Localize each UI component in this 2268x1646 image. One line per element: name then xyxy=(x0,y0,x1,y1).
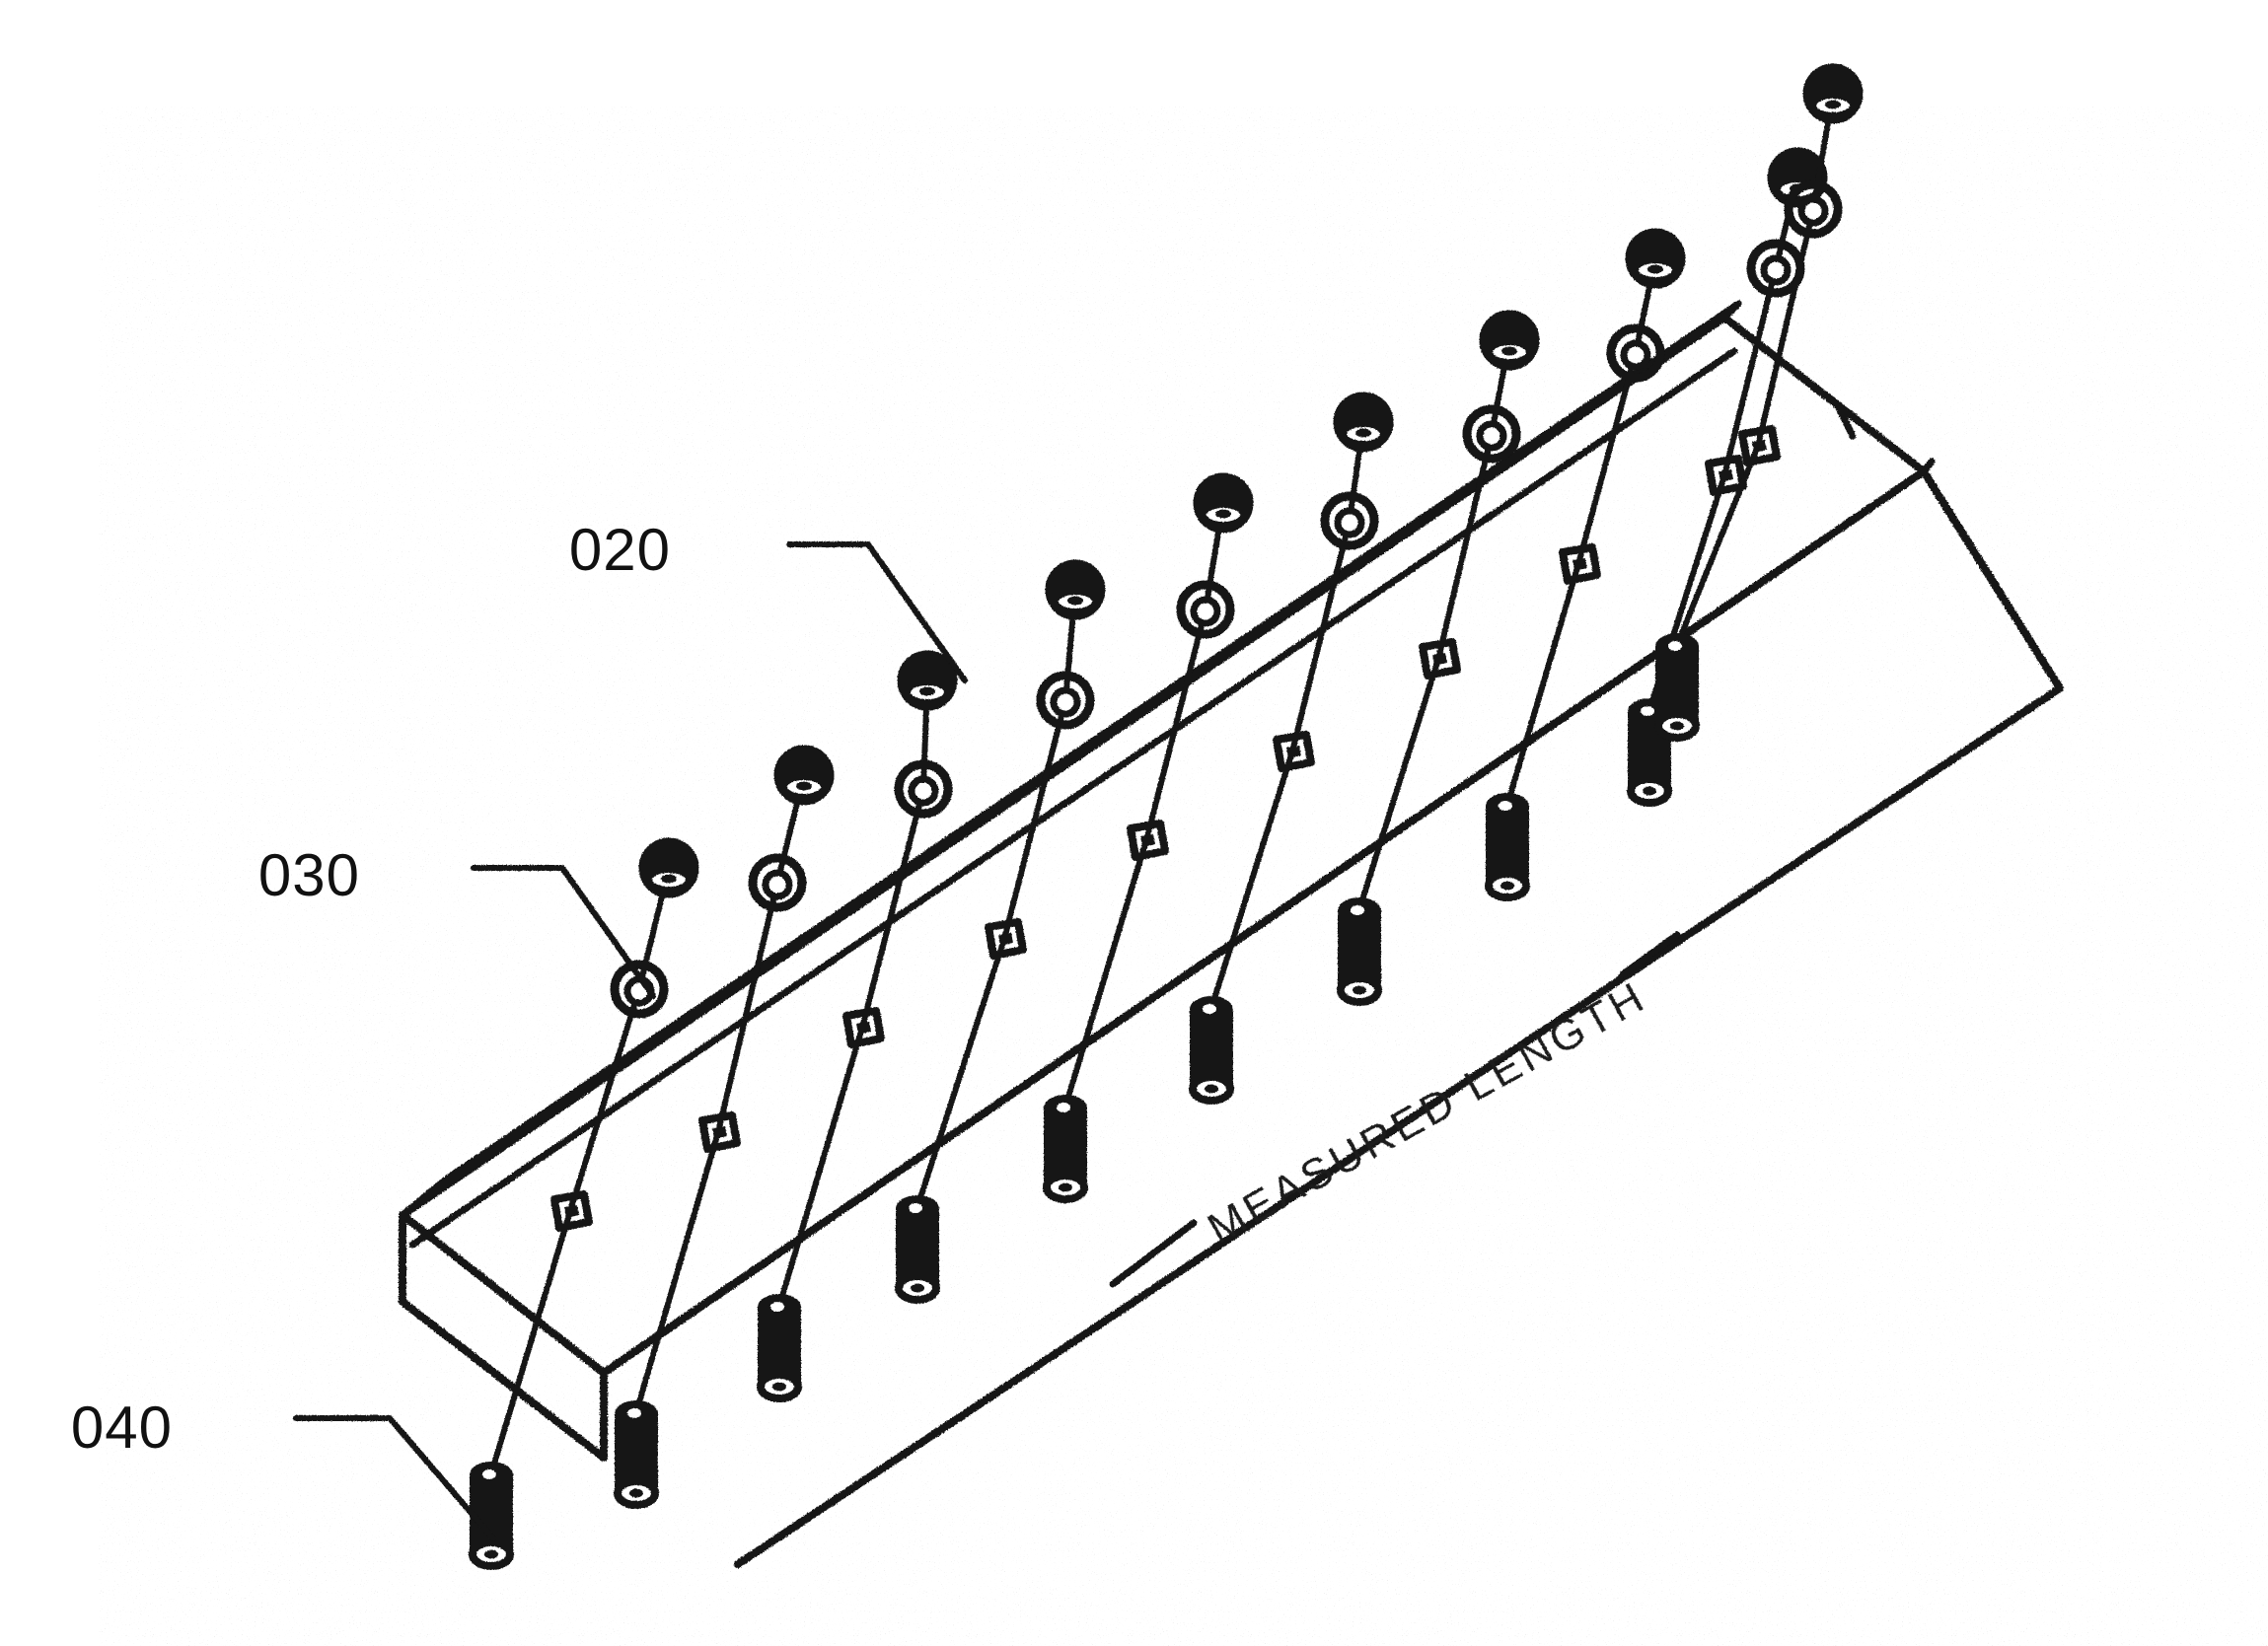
fastener-stack xyxy=(618,749,831,1505)
reference-callout-layer: 020 030 040 xyxy=(71,517,968,1541)
fastener-stack xyxy=(1047,476,1250,1199)
bolt xyxy=(1489,796,1526,897)
hex-nut xyxy=(1337,395,1390,449)
fastener-stack xyxy=(1489,232,1682,897)
fastener-shaft-lower xyxy=(1575,350,1639,567)
fastener-shaft-lower xyxy=(715,880,780,1135)
fastener-shaft-lower xyxy=(1755,206,1816,449)
bolt-shank-line xyxy=(1504,561,1581,808)
bolt-shank-line xyxy=(488,1208,573,1476)
fastener-shaft-lower xyxy=(1143,607,1208,843)
hex-nut xyxy=(642,841,695,895)
callout-label-020: 020 xyxy=(569,517,671,583)
bolt-shank-line xyxy=(776,1025,865,1309)
fastener-stack xyxy=(1658,67,1860,738)
angle-bracket-body xyxy=(399,300,2064,1568)
bracket-front-lip xyxy=(399,1211,608,1462)
fastener-stack-layer xyxy=(473,67,1860,1566)
fastener-stack xyxy=(473,841,695,1566)
reference-callout-040: 040 xyxy=(71,1395,496,1541)
bolt xyxy=(1341,900,1378,1002)
square-plate-nut xyxy=(1709,459,1743,492)
hex-nut xyxy=(901,654,954,707)
bracket-inner-top-edge xyxy=(442,300,1742,1183)
bolt xyxy=(1193,999,1230,1101)
annotation-leader-line xyxy=(1109,931,1681,1288)
bolt-shank-line xyxy=(1062,837,1149,1109)
bolt xyxy=(1047,1098,1084,1199)
bolt xyxy=(1658,636,1696,738)
square-plate-nut xyxy=(846,1011,881,1044)
square-plate-nut xyxy=(702,1115,737,1149)
scan-noise-layer xyxy=(99,107,2268,1646)
scan-noise-fine xyxy=(99,107,2268,1646)
bolt-shank-line xyxy=(1674,443,1761,648)
square-plate-nut xyxy=(1277,735,1311,768)
hex-nut xyxy=(1049,563,1102,616)
bolt xyxy=(899,1198,936,1300)
bolt-shank-line xyxy=(915,936,1007,1210)
fastener-stack xyxy=(761,654,954,1398)
hex-nut xyxy=(1629,232,1682,285)
fastener-shaft-lower xyxy=(1721,265,1779,478)
bolt-shank-line xyxy=(633,1129,721,1415)
bracket-right-corner xyxy=(1720,300,1936,475)
fastener-shaft-lower xyxy=(859,786,926,1031)
square-plate-nut xyxy=(988,922,1023,956)
fastener-shaft-lower xyxy=(1435,431,1495,662)
square-plate-nut xyxy=(1742,429,1777,463)
bolt xyxy=(473,1465,510,1566)
reference-callout-020: 020 xyxy=(569,517,968,683)
bolt xyxy=(618,1403,655,1505)
bracket-left-end-cap xyxy=(399,1176,450,1219)
callout-leader-line xyxy=(786,541,968,683)
bracket-edge-tick-mark xyxy=(1833,400,1857,440)
square-plate-nut xyxy=(1131,823,1165,857)
callout-label-030: 030 xyxy=(258,842,360,908)
hex-nut xyxy=(1197,476,1250,530)
fastener-stack xyxy=(899,563,1102,1300)
fastener-stack xyxy=(1193,395,1390,1101)
hex-nut xyxy=(1483,314,1536,367)
square-plate-nut xyxy=(1423,642,1457,676)
fastener-stack xyxy=(1341,314,1536,1002)
callout-leader-line xyxy=(293,1415,496,1541)
reference-callout-030: 030 xyxy=(258,842,656,999)
callout-leader-line xyxy=(471,865,656,999)
bolt xyxy=(761,1297,798,1398)
bolt-shank-line xyxy=(1208,749,1295,1011)
bolt-shank-line xyxy=(1356,656,1441,912)
fastener-shaft-lower xyxy=(567,986,642,1214)
hex-nut xyxy=(1806,67,1860,120)
fastener-shaft-lower xyxy=(1001,697,1068,942)
square-plate-nut xyxy=(1563,547,1597,581)
hex-nut xyxy=(777,749,831,802)
square-plate-nut xyxy=(554,1194,589,1228)
callout-label-040: 040 xyxy=(71,1395,173,1461)
fastener-shaft-lower xyxy=(1289,518,1353,754)
bracket-inner-second-edge xyxy=(408,347,1738,1249)
